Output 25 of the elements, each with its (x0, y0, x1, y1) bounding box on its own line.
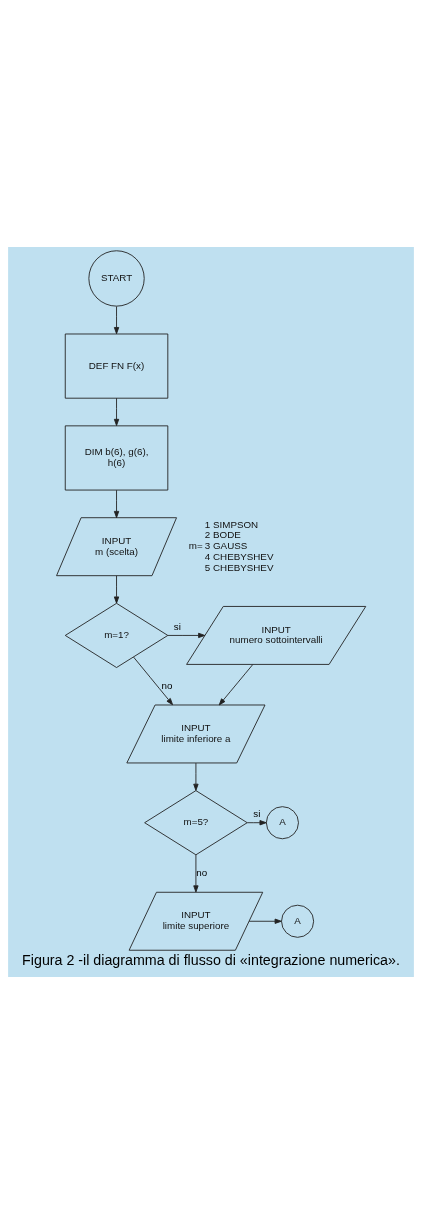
arrow (167, 632, 206, 639)
arrow (113, 489, 120, 519)
arrow (113, 575, 120, 604)
node-circle: START (88, 250, 145, 307)
arrow (248, 918, 282, 924)
node-box: DEF FN F(x) (64, 333, 169, 399)
arrow (218, 664, 254, 706)
arrow (113, 397, 120, 426)
node-label: 1 SIMPSON 2 BODE 3 GAUSS 4 CHEBYSHEV 5 CHEBYSHEV (204, 518, 274, 573)
caption: Figura 2 -il diagramma di flusso di «integrazione numerica». (22, 952, 400, 969)
edge-label: si (253, 808, 261, 820)
node-circle: A (265, 806, 299, 840)
edge-label: no (196, 867, 208, 879)
arrow (193, 762, 199, 791)
node-label: m= (188, 540, 203, 552)
node-box: DIM b(6), g(6), h(6) (64, 425, 169, 491)
arrow (193, 854, 199, 893)
arrow (113, 306, 120, 335)
node-diamond: m=5? (144, 790, 248, 856)
arrow (246, 820, 267, 826)
edge-label: no (161, 679, 173, 691)
node-diamond: m=1? (64, 602, 169, 668)
edge-label: si (173, 620, 181, 632)
arrow (133, 656, 174, 706)
node-circle: A (281, 904, 315, 938)
